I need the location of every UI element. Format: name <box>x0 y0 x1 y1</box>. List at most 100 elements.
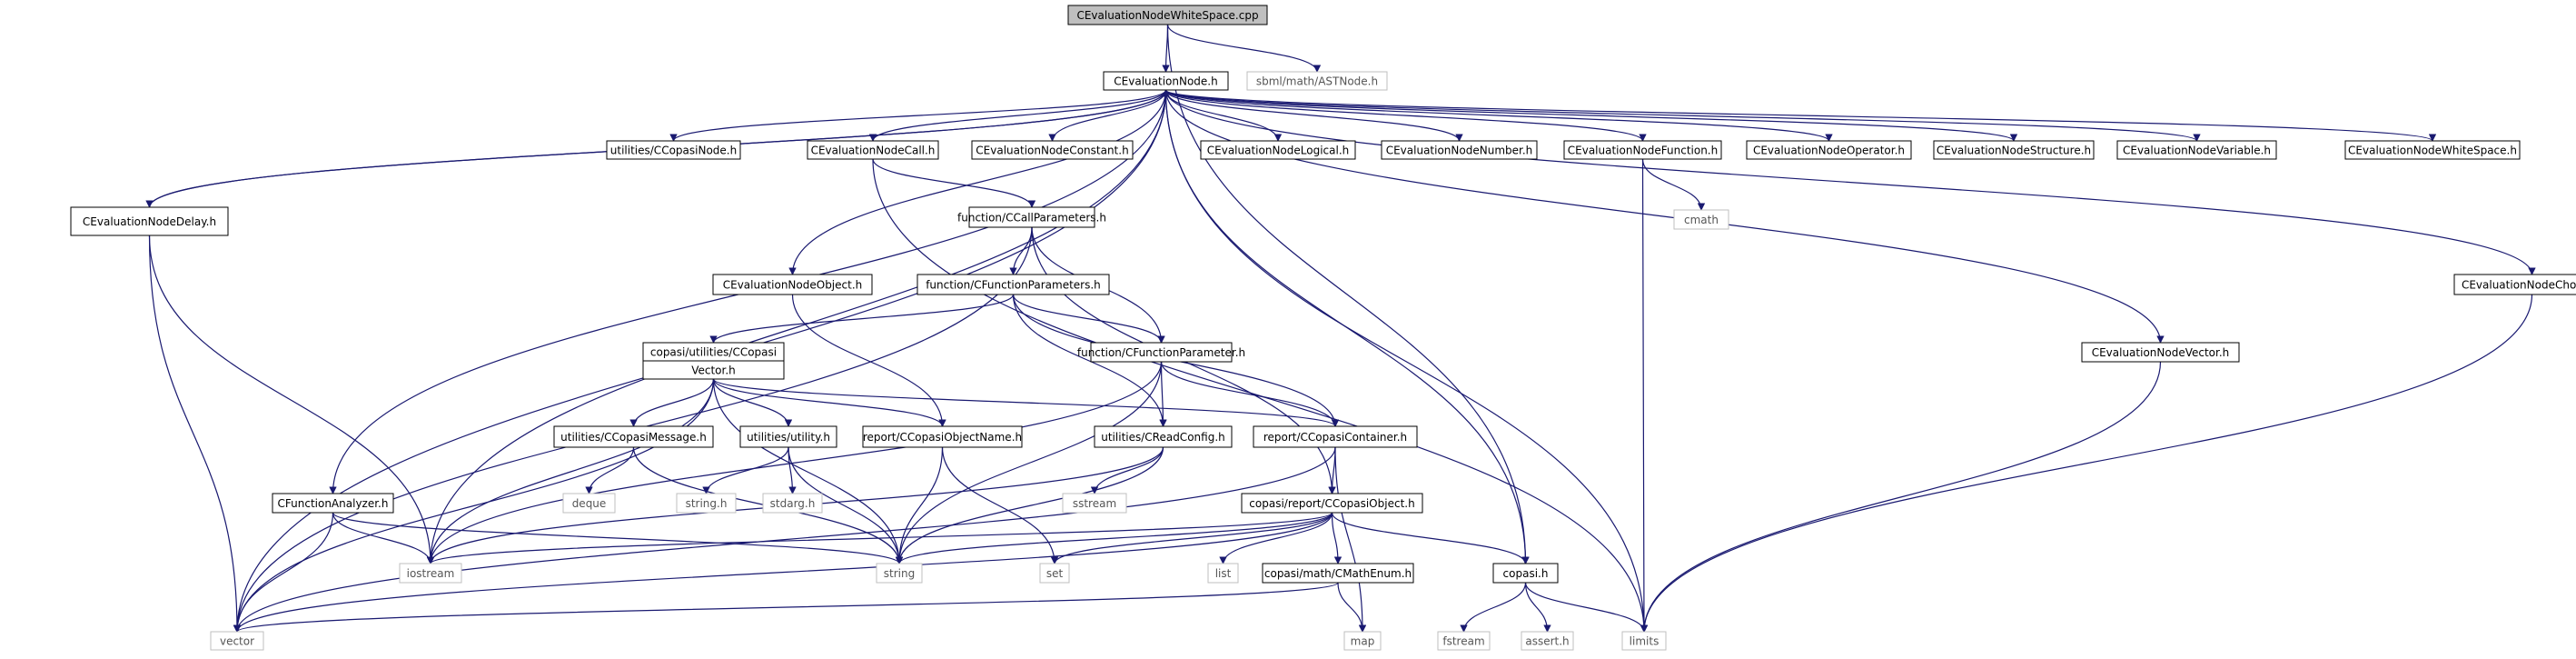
node-label: sstream <box>1073 497 1116 510</box>
edge-funcparams-to-vec1 <box>709 294 1015 344</box>
node-function[interactable]: CEvaluationNodeFunction.h <box>1563 140 1722 160</box>
node-label: string.h <box>686 497 728 510</box>
edge-objname-to-string <box>895 446 944 564</box>
node-label: CEvaluationNodeLogical.h <box>1207 145 1350 157</box>
node-box <box>739 425 837 448</box>
dependency-edges <box>145 24 2536 633</box>
node-label: stdarg.h <box>770 497 816 510</box>
node-delay[interactable]: CEvaluationNodeDelay.h <box>70 206 229 236</box>
node-funcparam[interactable]: function/CFunctionParameter.h <box>1077 342 1245 363</box>
node-structure[interactable]: CEvaluationNodeStructure.h <box>1933 140 2095 160</box>
edge-vec2-to-container <box>712 378 1339 427</box>
edge-vec2-to-string <box>712 378 904 564</box>
node-iostream: iostream <box>399 563 462 584</box>
node-number[interactable]: CEvaluationNodeNumber.h <box>1381 140 1538 160</box>
node-astnode: sbml/math/ASTNode.h <box>1246 71 1388 91</box>
edge-function-to-limits <box>1640 158 1649 633</box>
edge-vec2-to-iostream <box>426 378 715 564</box>
node-label: CFunctionAnalyzer.h <box>278 497 389 510</box>
edge-call-to-callparams <box>872 158 1036 208</box>
node-limits: limits <box>1621 631 1667 651</box>
node-box <box>399 563 462 584</box>
edge-ccobject-to-mathenum <box>1331 512 1342 564</box>
node-box <box>968 206 1095 228</box>
edge-enode-to-logical <box>1164 89 1283 142</box>
node-box <box>1094 425 1233 448</box>
edge-vec2-to-message <box>629 378 715 427</box>
edge-message-to-deque <box>585 446 635 494</box>
node-analyzer[interactable]: CFunctionAnalyzer.h <box>272 493 394 514</box>
node-nodevector[interactable]: CEvaluationNodeVector.h <box>2081 342 2240 363</box>
node-constant[interactable]: CEvaluationNodeConstant.h <box>971 140 1134 160</box>
node-container[interactable]: report/CCopasiContainer.h <box>1253 425 1418 448</box>
node-call[interactable]: CEvaluationNodeCall.h <box>807 140 939 160</box>
edge-ccobject-to-list <box>1219 512 1333 564</box>
node-label: CEvaluationNodeWhiteSpace.h <box>2348 145 2517 157</box>
edge-funcparams-to-readconfig <box>1012 294 1167 427</box>
edge-enode-to-copasinode <box>669 89 1167 142</box>
edge-enode-to-number <box>1164 89 1463 142</box>
edge-enode-to-object <box>788 89 1167 275</box>
edge-vec2-to-objname <box>712 378 946 427</box>
node-copasih[interactable]: copasi.h <box>1492 563 1559 584</box>
node-label: report/CCopasiContainer.h <box>1263 431 1407 444</box>
node-label: CEvaluationNodeObject.h <box>723 279 863 292</box>
node-utility[interactable]: utilities/utility.h <box>739 425 837 448</box>
node-box <box>971 140 1134 160</box>
node-box <box>553 425 714 448</box>
edge-container-to-map <box>1334 446 1367 633</box>
edge-call-to-limits <box>872 158 1649 633</box>
node-box <box>562 493 616 514</box>
node-vec1[interactable]: copasi/utilities/CCopasi <box>642 342 785 362</box>
node-box <box>1062 493 1127 514</box>
node-funcparams[interactable]: function/CFunctionParameters.h <box>916 274 1110 295</box>
node-mathenum[interactable]: copasi/math/CMathEnum.h <box>1262 563 1414 584</box>
node-label: limits <box>1630 635 1660 648</box>
node-choice[interactable]: CEvaluationNodeChoice.h <box>2453 274 2576 295</box>
edge-delay-to-iostream <box>148 235 435 564</box>
node-box <box>2081 342 2240 363</box>
edge-object-to-objname <box>791 294 946 427</box>
node-ccobject[interactable]: copasi/report/CCopasiObject.h <box>1241 493 1423 514</box>
edge-copasih-to-assert <box>1524 582 1551 633</box>
node-map: map <box>1343 631 1382 651</box>
node-callparams[interactable]: function/CCallParameters.h <box>957 206 1106 228</box>
node-variable[interactable]: CEvaluationNodeVariable.h <box>2116 140 2277 160</box>
edge-utility-to-string <box>788 446 904 564</box>
node-copasinode[interactable]: utilities/CCopasiNode.h <box>606 140 741 160</box>
edge-function-to-cmath <box>1641 158 1706 211</box>
node-label: CEvaluationNodeVector.h <box>2092 346 2230 359</box>
edge-mathenum-to-vector <box>233 582 1339 633</box>
edge-vec2-to-utility <box>712 378 793 427</box>
edge-funcparam-to-iostream <box>426 361 1163 564</box>
node-box <box>1381 140 1538 160</box>
node-box <box>1200 140 1356 160</box>
node-label: CEvaluationNode.h <box>1114 75 1217 88</box>
node-label: copasi.h <box>1503 567 1549 580</box>
node-label: fstream <box>1442 635 1484 648</box>
node-box <box>2116 140 2277 160</box>
edge-analyzer-to-string <box>332 512 904 564</box>
edge-enode-to-nodevector <box>1164 89 2165 344</box>
node-logical[interactable]: CEvaluationNodeLogical.h <box>1200 140 1356 160</box>
node-enode[interactable]: CEvaluationNode.h <box>1103 71 1229 91</box>
node-objname[interactable]: report/CCopasiObjectName.h <box>862 425 1023 448</box>
node-label: list <box>1215 567 1232 580</box>
edge-ccobject-to-string <box>895 512 1333 564</box>
edge-funcparam-to-readconfig <box>1159 361 1167 427</box>
edge-copasih-to-fstream <box>1460 582 1527 633</box>
edge-analyzer-to-vector <box>233 512 334 633</box>
node-message[interactable]: utilities/CCopasiMessage.h <box>553 425 714 448</box>
node-object[interactable]: CEvaluationNodeObject.h <box>712 274 873 295</box>
node-whitespace[interactable]: CEvaluationNodeWhiteSpace.h <box>2344 140 2521 160</box>
node-vec2[interactable]: Vector.h <box>642 360 785 380</box>
node-readconfig[interactable]: utilities/CReadConfig.h <box>1094 425 1233 448</box>
node-set: set <box>1039 563 1070 584</box>
node-label: CEvaluationNodeOperator.h <box>1753 145 1905 157</box>
node-label: map <box>1351 635 1375 648</box>
node-operator[interactable]: CEvaluationNodeOperator.h <box>1746 140 1912 160</box>
edge-enode-to-structure <box>1164 89 2017 142</box>
edge-choice-to-limits <box>1640 294 2533 633</box>
node-stringh: string.h <box>676 493 737 514</box>
edge-callparams-to-funcparams <box>1009 226 1033 275</box>
